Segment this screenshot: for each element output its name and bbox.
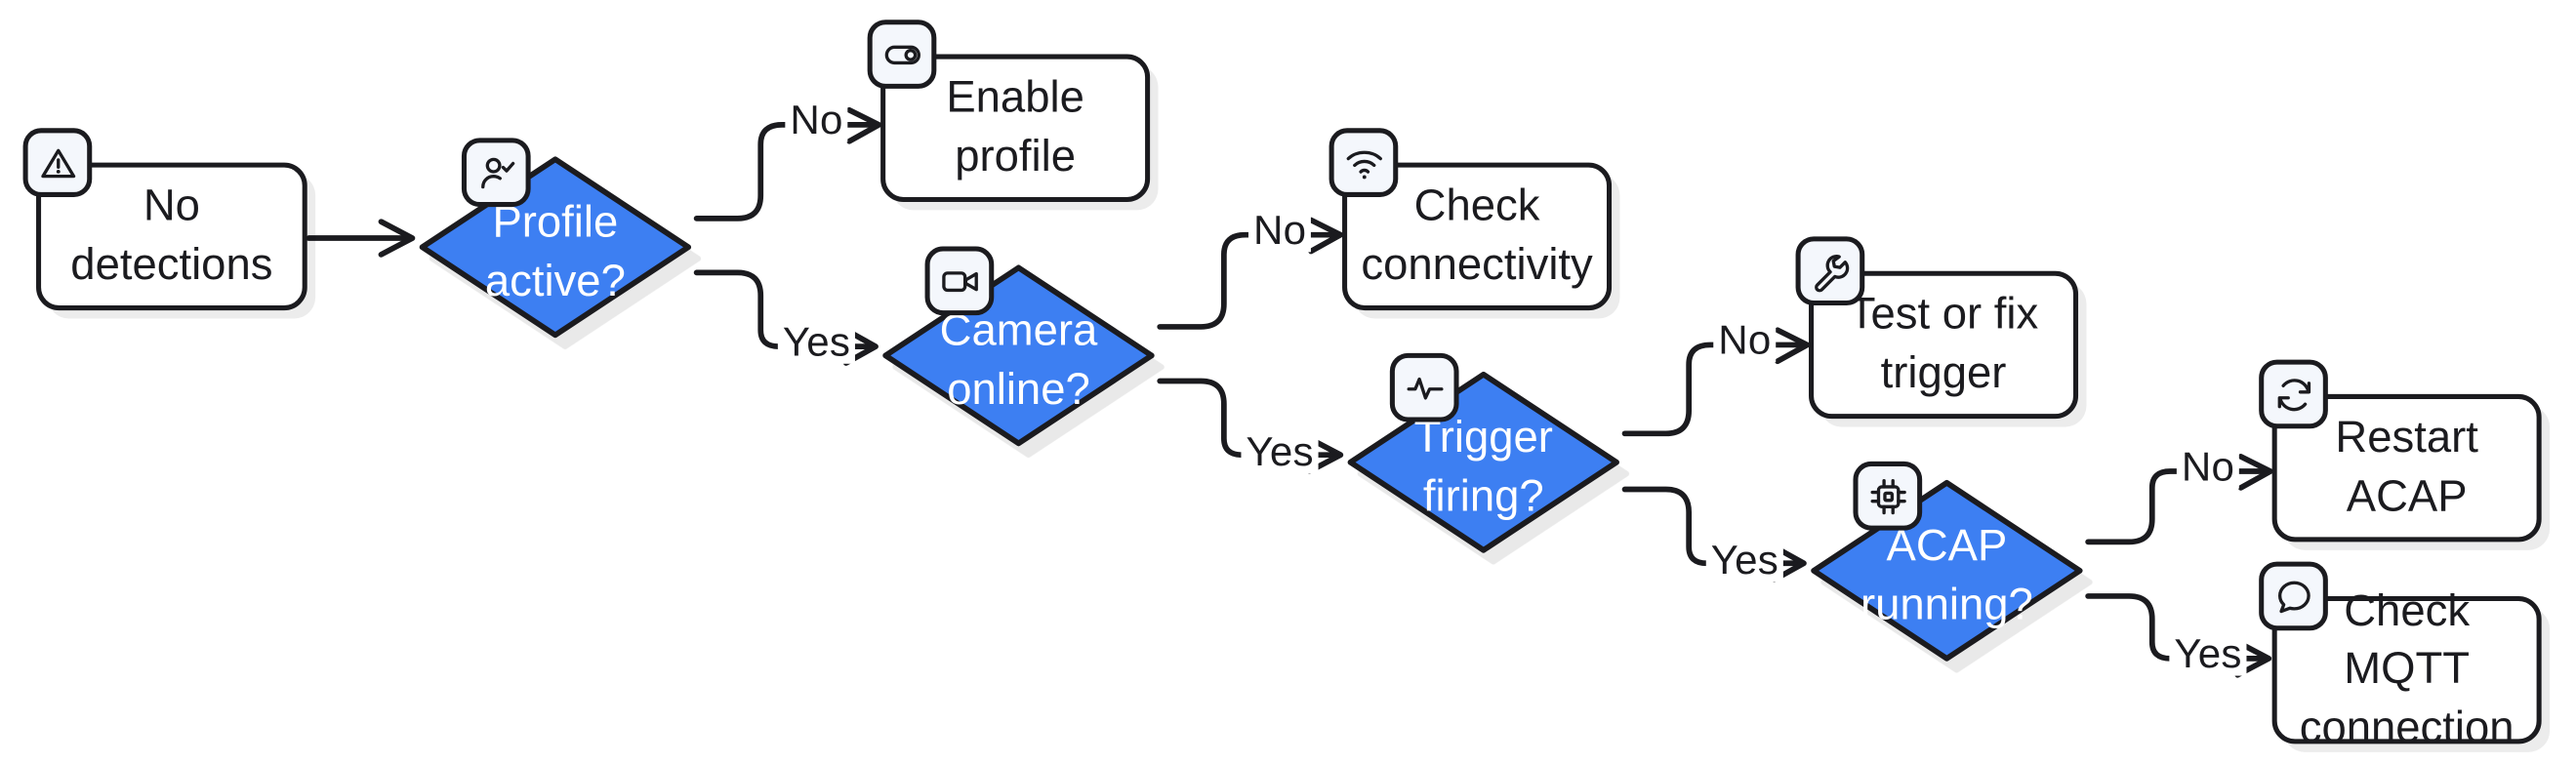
edge-label-no-restart-acap: No: [2176, 447, 2240, 489]
edge-label-no-enable-profile: No: [785, 101, 848, 142]
wrench-icon: [1795, 236, 1865, 306]
edge-trigger-firing-no-to-test-or-fix-trigger: [1621, 327, 1811, 437]
profile-active-diamond: [416, 153, 695, 342]
message-bubble-icon: [2259, 561, 2328, 631]
edge-camera-online-no-to-check-connectivity: [1157, 217, 1344, 330]
check-mqtt-line1: Check MQTT: [2344, 585, 2471, 694]
test-or-fix-trigger-label: Test or fix trigger: [1809, 270, 2079, 420]
node-trigger-firing[interactable]: Trigger firing?: [1344, 352, 1623, 557]
node-camera-online[interactable]: Camera online?: [879, 246, 1158, 451]
node-test-or-fix-trigger[interactable]: Test or fix trigger: [1795, 236, 2079, 420]
edge-label-yes-acap-running: Yes: [1705, 541, 1784, 583]
node-restart-acap[interactable]: Restart ACAP: [2259, 359, 2542, 543]
edge-no-detections-to-profile-active: [306, 219, 416, 258]
node-profile-active[interactable]: Profile active?: [416, 138, 695, 342]
refresh-cycle-icon: [2259, 359, 2328, 429]
user-check-icon: [461, 138, 531, 208]
warning-triangle-icon: [22, 128, 93, 197]
node-check-mqtt-connection[interactable]: Check MQTT connection: [2259, 561, 2542, 752]
edge-profile-active-no-to-enable-profile: [693, 106, 882, 221]
node-acap-running[interactable]: ACAP running?: [1807, 461, 2086, 665]
acap-running-diamond: [1807, 476, 2086, 665]
cpu-chip-icon: [1853, 461, 1923, 531]
check-mqtt-line2: connection: [2299, 703, 2515, 752]
check-connectivity-line2: connectivity: [1361, 239, 1593, 290]
edge-label-yes-trigger-firing: Yes: [1241, 432, 1319, 474]
wifi-icon: [1329, 128, 1399, 197]
edge-label-no-check-connectivity: No: [1247, 210, 1312, 253]
check-mqtt-label: Check MQTT connection: [2271, 585, 2542, 752]
toggle-switch-icon: [867, 20, 937, 89]
activity-pulse-icon: [1389, 352, 1459, 422]
edge-label-yes-check-mqtt: Yes: [2169, 634, 2247, 676]
edge-acap-running-no-to-restart-acap: [2085, 454, 2273, 545]
edge-label-yes-camera-online: Yes: [777, 322, 856, 364]
camera-online-diamond: [879, 261, 1158, 451]
check-connectivity-line1: Check: [1413, 181, 1540, 231]
video-camera-icon: [924, 246, 995, 316]
node-check-connectivity[interactable]: Check connectivity: [1329, 128, 1613, 311]
edge-label-no-test-or-fix-trigger: No: [1713, 320, 1777, 363]
trigger-firing-diamond: [1344, 368, 1623, 557]
node-no-detections[interactable]: No detections: [22, 128, 307, 311]
node-enable-profile[interactable]: Enable profile: [867, 20, 1151, 203]
